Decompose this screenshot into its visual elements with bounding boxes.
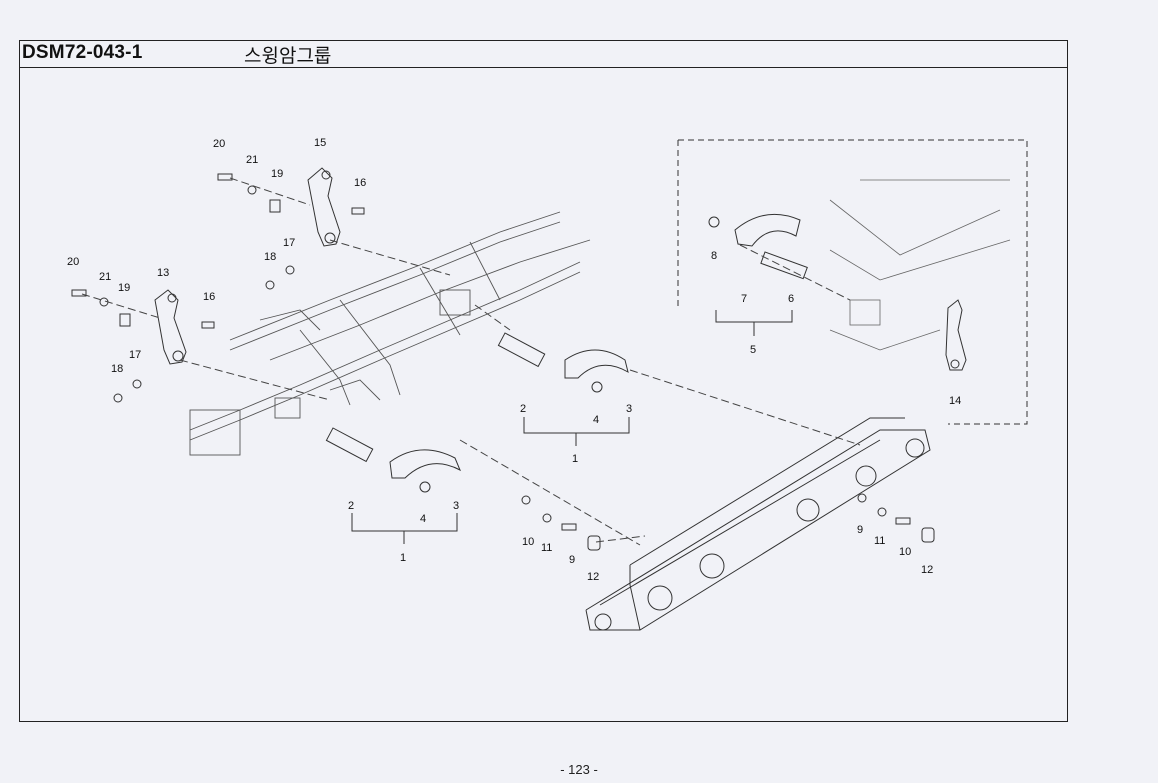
callout: 11 [874,535,885,547]
callout: 17 [129,349,141,361]
group-bracket-5 [715,310,793,336]
bracket-14 [945,299,967,371]
axle-beam [585,417,931,631]
swing-arm-assembly-lower [325,427,461,493]
callout: 5 [750,344,756,356]
callout-numbers: 20 21 19 15 16 17 18 20 21 19 13 16 17 1… [67,137,961,583]
callout: 1 [572,453,578,465]
callout: 2 [520,403,526,415]
diagram-title: 스윙암그룹 [244,45,332,67]
callout: 15 [314,137,326,149]
callout: 6 [788,293,794,305]
callout: 20 [213,138,225,150]
group-bracket-1-upper [523,417,630,446]
callout: 4 [420,513,426,525]
callout: 21 [246,154,258,166]
callout: 19 [118,282,130,294]
bracket-13 [154,289,187,365]
callout: 8 [711,250,717,262]
callout: 2 [348,500,354,512]
callout: 20 [67,256,79,268]
callout: 18 [111,363,123,375]
swing-arm-assembly-upper [497,332,629,393]
callout: 18 [264,251,276,263]
callout: 7 [741,293,747,305]
page-number: - 123 - [560,762,598,777]
detail-box [678,139,1028,425]
callout: 17 [283,237,295,249]
parts-diagram-frame: DSM72-043-1 스윙암그룹 [19,40,1068,722]
callout: 10 [899,546,911,558]
callout: 14 [949,395,961,407]
callout: 12 [921,564,933,576]
chassis-frame [189,211,591,456]
callout: 12 [587,571,599,583]
callout: 10 [522,536,534,548]
callout: 3 [453,500,459,512]
callout: 16 [203,291,215,303]
callout: 21 [99,271,111,283]
callout: 13 [157,267,169,279]
callout: 9 [569,554,575,566]
callout: 1 [400,552,406,564]
leader-lines [81,177,861,546]
callout: 4 [593,414,599,426]
callout: 3 [626,403,632,415]
callout: 16 [354,177,366,189]
callout: 9 [857,524,863,536]
callout: 19 [271,168,283,180]
small-hardware [71,173,935,551]
bracket-15 [307,167,341,247]
header-bar: DSM72-043-1 스윙암그룹 [20,41,1067,68]
diagram-code: DSM72-043-1 [22,42,143,63]
group-bracket-1-lower [351,513,458,544]
swing-arm-assembly-detail [708,179,1011,351]
callout: 11 [541,542,552,554]
